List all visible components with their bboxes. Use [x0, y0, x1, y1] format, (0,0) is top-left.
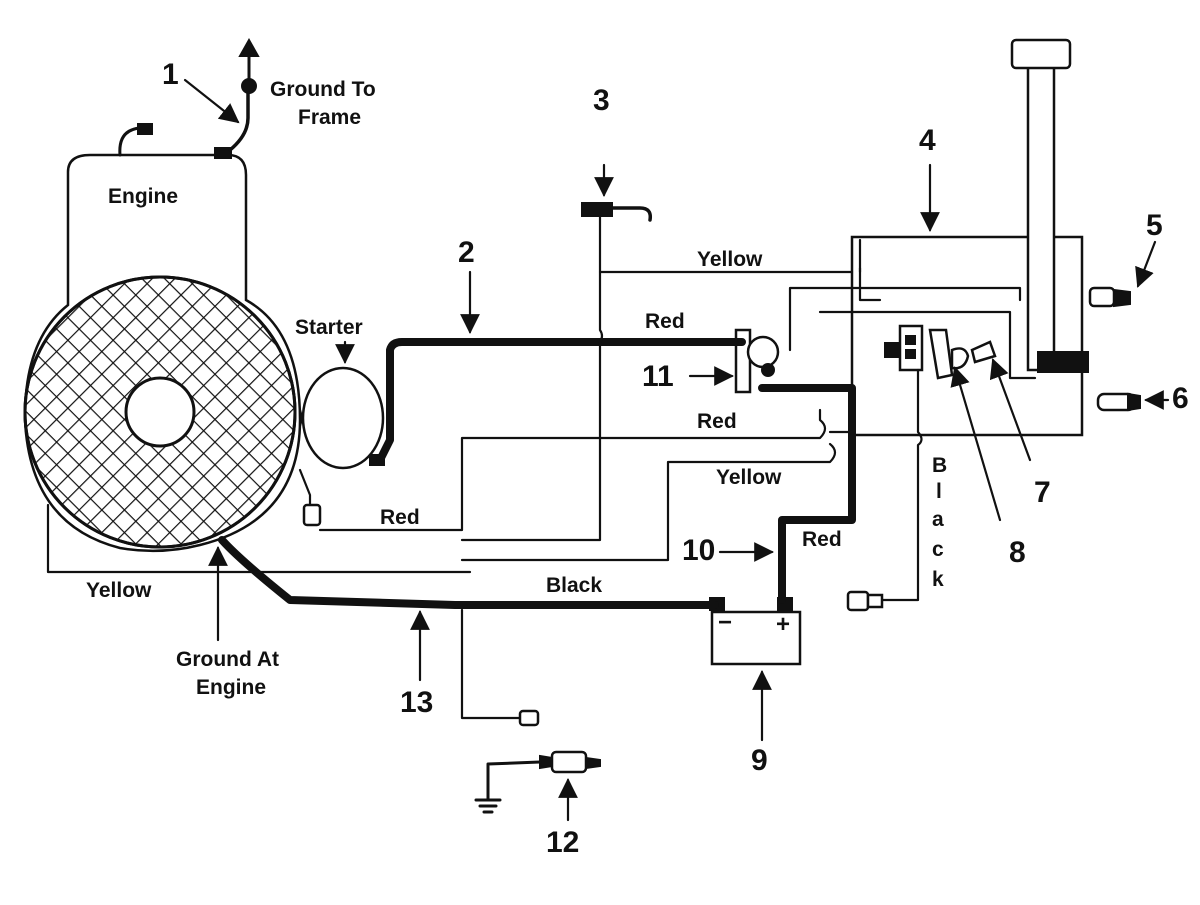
control-box-outline	[850, 235, 1084, 437]
wire-label-red-middle: Red	[697, 410, 737, 433]
ground-symbol-icon	[238, 37, 260, 57]
part-5	[1088, 240, 1157, 308]
tube-clamp	[1037, 351, 1089, 373]
part-12	[474, 750, 601, 822]
wire-label-black-vertical-a: a	[932, 508, 944, 531]
callout-9: 9	[751, 744, 768, 777]
ground-to-frame-terminal	[241, 78, 257, 94]
callout-13: 13	[400, 686, 433, 719]
battery: − +	[709, 597, 802, 742]
callout-8: 8	[1009, 536, 1026, 569]
engine-label: Engine	[108, 185, 178, 208]
callout-1: 1	[162, 58, 179, 91]
ground-at-engine-label-1: Ground At	[176, 648, 279, 671]
callout-5: 5	[1146, 209, 1163, 242]
callout-11: 11	[642, 360, 674, 393]
callout-4: 4	[919, 124, 936, 157]
red-cable-starter	[376, 338, 746, 464]
wire-label-black-vertical-k: k	[932, 568, 944, 591]
wire-label-yellow-top: Yellow	[697, 248, 763, 271]
switch-3	[581, 163, 653, 222]
wire-label-red-engine: Red	[380, 506, 420, 529]
callout-10: 10	[682, 534, 715, 567]
thin-wires	[46, 214, 923, 727]
wire-label-red-cable: Red	[802, 528, 842, 551]
starter-motor	[301, 366, 385, 470]
tube	[1026, 58, 1056, 372]
starter: Starter	[295, 316, 385, 470]
relay-block	[898, 324, 924, 372]
ground-to-frame-label-1: Ground To	[270, 78, 376, 101]
engine: Engine	[23, 123, 302, 553]
wire-label-yellow-middle: Yellow	[716, 466, 782, 489]
battery-body	[710, 610, 802, 666]
part-6	[1096, 390, 1170, 412]
wire-label-yellow-left: Yellow	[86, 579, 152, 602]
plug-7	[970, 340, 997, 364]
wire-label-black-vertical-l: l	[936, 480, 942, 503]
tube-cap	[1010, 38, 1072, 70]
callout-6: 6	[1172, 382, 1189, 415]
callout-2: 2	[458, 236, 475, 269]
relay-8	[928, 328, 954, 380]
ground-to-frame-label-2: Frame	[298, 106, 361, 129]
battery-minus: −	[718, 609, 732, 636]
callout-arrows	[183, 78, 774, 682]
wire-label-black-vertical-b: B	[932, 454, 947, 477]
red-cable-battery	[758, 384, 856, 604]
ground-at-engine-label-2: Engine	[196, 676, 266, 699]
solenoid-11	[688, 328, 780, 394]
battery-plus: +	[776, 611, 790, 638]
wire-label-red-top: Red	[645, 310, 685, 333]
callout-7: 7	[1034, 476, 1051, 509]
starter-label: Starter	[295, 316, 363, 339]
callout-3: 3	[593, 84, 610, 117]
engine-hub	[124, 376, 196, 448]
wire-label-black-vertical-c: c	[932, 538, 944, 561]
callout-12: 12	[546, 826, 579, 859]
ground-to-frame: Ground To Frame	[228, 37, 376, 152]
control-box	[788, 38, 1089, 522]
wire-label-black-cable: Black	[546, 574, 602, 597]
